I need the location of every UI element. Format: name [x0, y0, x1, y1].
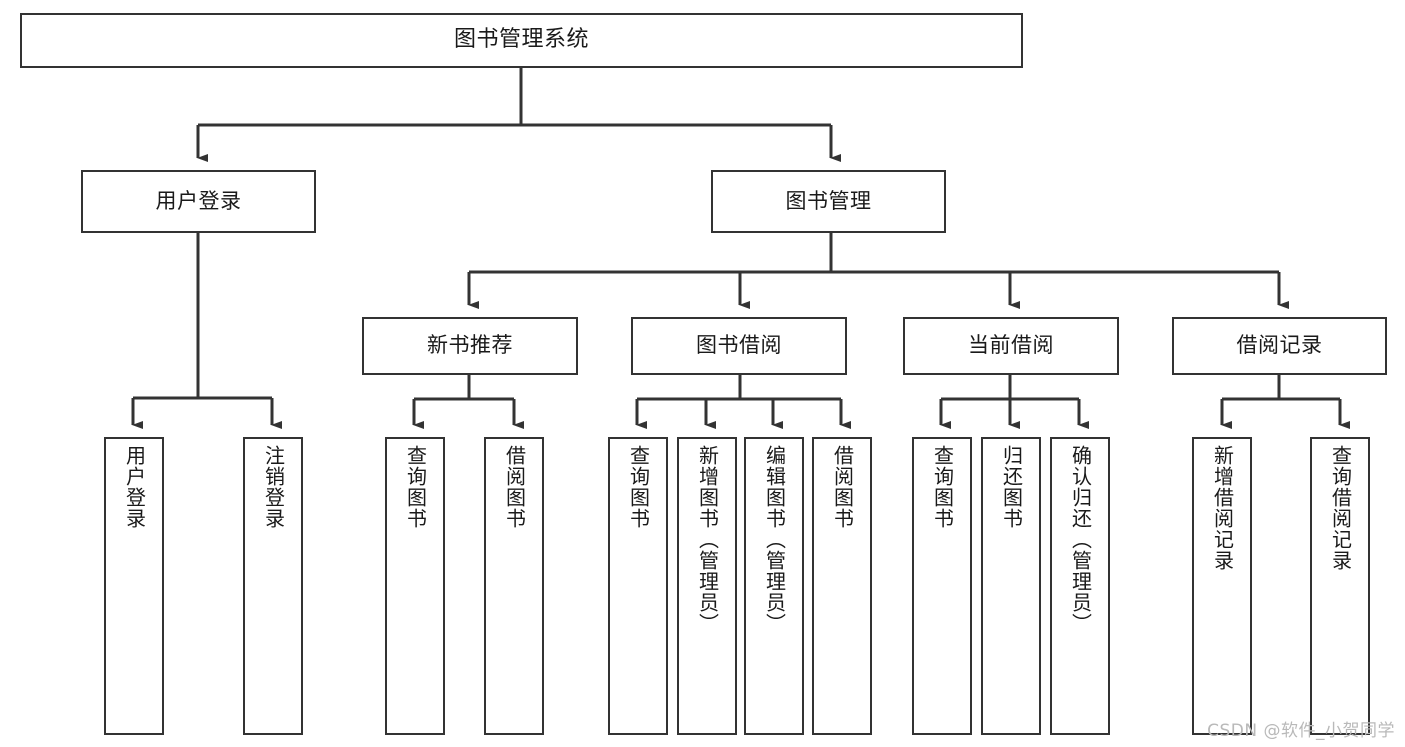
node-leaf-query-book-3[interactable]: 查询图书 [912, 437, 972, 735]
node-current-borrow[interactable]: 当前借阅 [903, 317, 1119, 375]
node-leaf-query-book-1[interactable]: 查询图书 [385, 437, 445, 735]
node-leaf-user-login-label: 用户登录 [122, 445, 147, 529]
node-leaf-edit-book-label: 编辑图书（管理员） [762, 445, 787, 634]
node-leaf-query-record[interactable]: 查询借阅记录 [1310, 437, 1370, 735]
node-user-login[interactable]: 用户登录 [81, 170, 316, 233]
node-book-borrow[interactable]: 图书借阅 [631, 317, 847, 375]
node-leaf-query-book-3-label: 查询图书 [930, 445, 955, 529]
node-leaf-query-record-label: 查询借阅记录 [1328, 445, 1353, 571]
node-new-book-recommend-label: 新书推荐 [427, 333, 513, 358]
node-borrow-record-label: 借阅记录 [1236, 333, 1323, 358]
node-leaf-edit-book[interactable]: 编辑图书（管理员） [744, 437, 804, 735]
node-leaf-query-book-2-label: 查询图书 [626, 445, 651, 529]
node-book-manage-label: 图书管理 [785, 188, 872, 213]
node-leaf-borrow-book-2[interactable]: 借阅图书 [812, 437, 872, 735]
node-leaf-add-book-label: 新增图书（管理员） [695, 445, 720, 634]
node-new-book-recommend[interactable]: 新书推荐 [362, 317, 578, 375]
node-leaf-return-book-label: 归还图书 [999, 445, 1024, 529]
node-root-system-label: 图书管理系统 [453, 27, 589, 53]
node-leaf-user-logout[interactable]: 注销登录 [243, 437, 303, 735]
node-leaf-confirm-return[interactable]: 确认归还（管理员） [1050, 437, 1110, 735]
node-leaf-user-login[interactable]: 用户登录 [104, 437, 164, 735]
node-leaf-return-book[interactable]: 归还图书 [981, 437, 1041, 735]
node-book-borrow-label: 图书借阅 [696, 333, 782, 358]
node-leaf-confirm-return-label: 确认归还（管理员） [1068, 445, 1093, 634]
node-leaf-query-book-2[interactable]: 查询图书 [608, 437, 668, 735]
node-current-borrow-label: 当前借阅 [968, 333, 1054, 358]
node-leaf-borrow-book-2-label: 借阅图书 [830, 445, 855, 529]
node-leaf-add-record-label: 新增借阅记录 [1210, 445, 1235, 571]
node-borrow-record[interactable]: 借阅记录 [1172, 317, 1387, 375]
node-root-system[interactable]: 图书管理系统 [20, 13, 1023, 68]
node-leaf-query-book-1-label: 查询图书 [403, 445, 428, 529]
node-leaf-borrow-book-1[interactable]: 借阅图书 [484, 437, 544, 735]
node-leaf-add-record[interactable]: 新增借阅记录 [1192, 437, 1252, 735]
node-book-manage[interactable]: 图书管理 [711, 170, 946, 233]
csdn-watermark: CSDN @软件_小贺同学 [1207, 721, 1395, 741]
node-user-login-label: 用户登录 [155, 188, 242, 213]
node-leaf-user-logout-label: 注销登录 [261, 445, 286, 529]
node-leaf-borrow-book-1-label: 借阅图书 [502, 445, 527, 529]
node-leaf-add-book[interactable]: 新增图书（管理员） [677, 437, 737, 735]
